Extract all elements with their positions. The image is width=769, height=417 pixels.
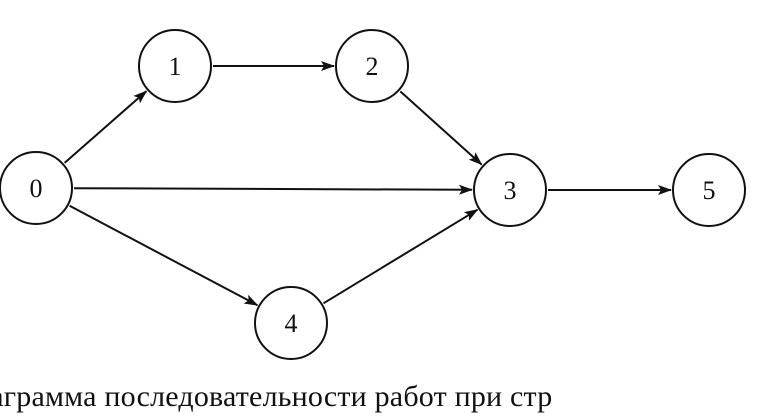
- node-3: 3: [473, 153, 547, 227]
- node-5: 5: [672, 153, 746, 227]
- edge-0-1: [63, 90, 148, 164]
- node-circle: [138, 29, 212, 103]
- diagram-caption: иаграмма последовательности работ при ст…: [0, 380, 553, 413]
- node-label: 1: [169, 52, 182, 81]
- edges: [63, 61, 672, 307]
- node-0: 0: [0, 151, 73, 225]
- node-label: 5: [703, 176, 716, 205]
- node-2: 2: [335, 29, 409, 103]
- nodes: 0 1 2 3 4 5: [0, 29, 746, 360]
- edge-2-3: [399, 90, 483, 166]
- node-circle: [254, 286, 328, 360]
- node-circle: [0, 151, 73, 225]
- edge-4-3: [322, 208, 479, 305]
- node-label: 0: [30, 174, 43, 203]
- node-circle: [335, 29, 409, 103]
- node-label: 4: [285, 309, 298, 338]
- edge-0-4: [69, 204, 259, 307]
- node-4: 4: [254, 286, 328, 360]
- edge-0-3: [73, 184, 473, 195]
- node-1: 1: [138, 29, 212, 103]
- node-label: 3: [504, 176, 517, 205]
- node-label: 2: [366, 52, 379, 81]
- node-circle: [473, 153, 547, 227]
- node-circle: [672, 153, 746, 227]
